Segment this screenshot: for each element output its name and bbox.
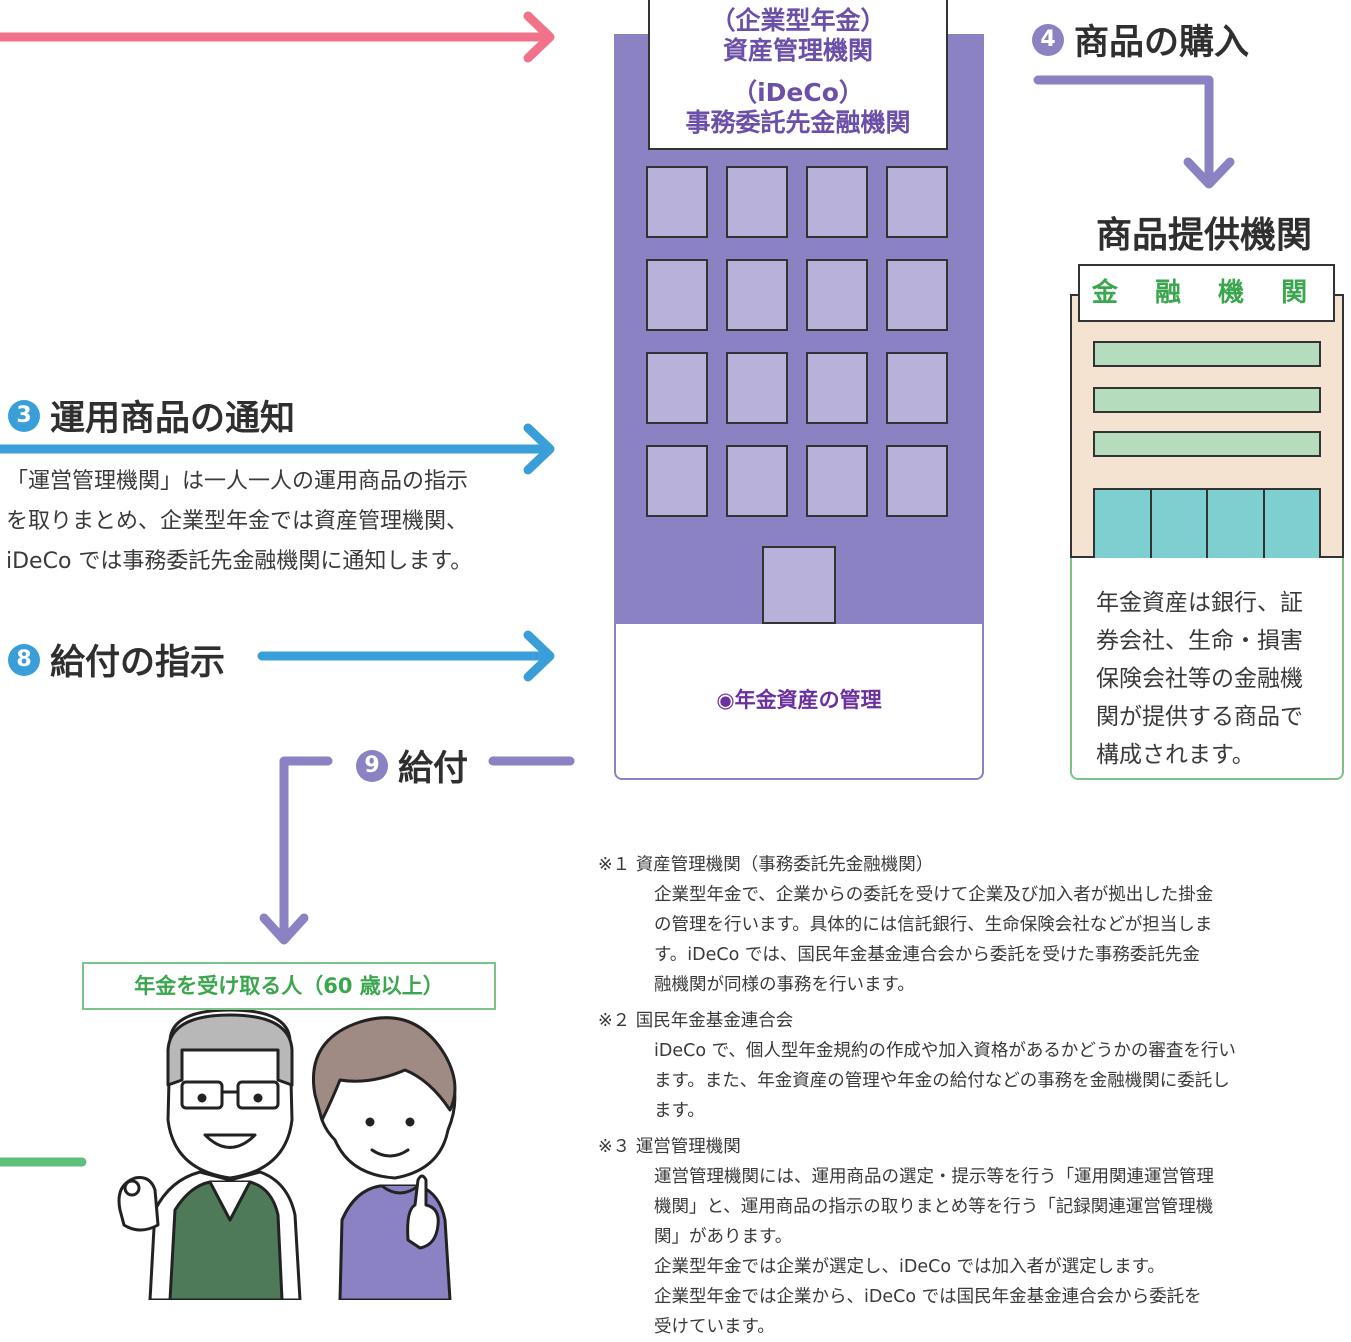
sign-line: 事務委託先金融機関 bbox=[685, 108, 911, 137]
asset-management-caption: ◉年金資産の管理 bbox=[716, 688, 882, 712]
building-window bbox=[726, 259, 788, 331]
bank-stripe bbox=[1093, 387, 1321, 413]
step4-title: 4 商品の購入 bbox=[1032, 14, 1249, 65]
pink-arrow bbox=[0, 11, 555, 63]
note-heading: ※３ 運営管理機関 bbox=[598, 1137, 741, 1157]
building-window bbox=[726, 352, 788, 424]
note-line: 関」があります。 bbox=[654, 1227, 793, 1247]
building-window bbox=[886, 166, 948, 238]
building-window bbox=[806, 259, 868, 331]
provider-desc-line: 年金資産は銀行、証 bbox=[1096, 590, 1303, 616]
note-1: ※１ 資産管理機関（事務委託先金融機関） 企業型年金で、企業からの委託を受けて企… bbox=[598, 850, 1328, 1000]
building-window bbox=[646, 259, 708, 331]
step9-arrow bbox=[259, 756, 575, 945]
building-window bbox=[646, 445, 708, 517]
provider-desc-line: 保険会社等の金融機 bbox=[1096, 666, 1303, 692]
bank-stripe bbox=[1093, 431, 1321, 457]
note-body: iDeCo で、個人型年金規約の作成や加入資格があるかどうかの審査を行い ます。… bbox=[598, 1036, 1328, 1126]
note-line: 企業型年金で、企業からの委託を受けて企業及び加入者が拠出した掛金 bbox=[654, 885, 1214, 905]
building-window bbox=[726, 445, 788, 517]
building-base: ◉年金資産の管理 bbox=[614, 624, 984, 780]
step4-label: 商品の購入 bbox=[1074, 23, 1250, 63]
footnotes: ※１ 資産管理機関（事務委託先金融機関） 企業型年金で、企業からの委託を受けて企… bbox=[598, 850, 1328, 1342]
provider-desc-line: 券会社、生命・損害 bbox=[1096, 628, 1303, 654]
building-window bbox=[646, 352, 708, 424]
step4-number: 4 bbox=[1032, 23, 1064, 56]
step3-description: 「運営管理機関」は一人一人の運用商品の指示 を取りまとめ、企業型年金では資産管理… bbox=[6, 462, 472, 582]
bank-door bbox=[1093, 488, 1321, 558]
note-heading: ※１ 資産管理機関（事務委託先金融機関） bbox=[598, 855, 934, 875]
note-line: 運営管理機関には、運用商品の選定・提示等を行う「運用関連運営管理 bbox=[654, 1167, 1214, 1187]
step8-title: 8 給付の指示 bbox=[8, 634, 225, 685]
step8-label: 給付の指示 bbox=[50, 643, 226, 683]
note-line: 企業型年金では企業から、iDeCo では国民年金基金連合会から委託を bbox=[654, 1287, 1202, 1307]
provider-desc-line: 構成されます。 bbox=[1096, 742, 1255, 768]
sign-line: （iDeCo） bbox=[732, 78, 864, 107]
step9-number: 9 bbox=[356, 749, 388, 782]
building-sign: （企業型年金） 資産管理機関 （iDeCo） 事務委託先金融機関 bbox=[648, 0, 948, 150]
step3-arrow bbox=[0, 423, 555, 475]
note-line: ます。 bbox=[654, 1101, 705, 1121]
step3-desc-line: 「運営管理機関」は一人一人の運用商品の指示 bbox=[6, 469, 469, 494]
step8-arrow bbox=[257, 630, 555, 682]
building-window bbox=[806, 445, 868, 517]
note-line: す。iDeCo では、国民年金基金連合会から委託を受けた事務委託先金 bbox=[654, 945, 1200, 965]
note-line: 企業型年金では企業が選定し、iDeCo では加入者が選定します。 bbox=[654, 1257, 1165, 1277]
building-door bbox=[762, 546, 836, 624]
building-window bbox=[886, 445, 948, 517]
provider-description: 年金資産は銀行、証 券会社、生命・損害 保険会社等の金融機 関が提供する商品で … bbox=[1070, 558, 1344, 780]
step3-number: 3 bbox=[8, 399, 40, 432]
building-window bbox=[806, 352, 868, 424]
step9-title: 9 給付 bbox=[356, 740, 468, 791]
note-line: 融機関が同様の事務を行います。 bbox=[654, 975, 915, 995]
note-body: 企業型年金で、企業からの委託を受けて企業及び加入者が拠出した掛金 の管理を行いま… bbox=[598, 880, 1328, 1000]
building-window bbox=[646, 166, 708, 238]
building-window bbox=[886, 259, 948, 331]
step4-arrow bbox=[1033, 75, 1235, 189]
connector-lines bbox=[0, 11, 1235, 1167]
note-line: 機関」と、運用商品の指示の取りまとめ等を行う「記録関連運営管理機 bbox=[654, 1197, 1214, 1217]
provider-title: 商品提供機関 bbox=[1096, 215, 1313, 256]
step8-number: 8 bbox=[8, 643, 40, 676]
sign-line: （企業型年金） bbox=[710, 6, 886, 35]
note-line: 受けています。 bbox=[654, 1317, 775, 1337]
note-line: iDeCo で、個人型年金規約の作成や加入資格があるかどうかの審査を行い bbox=[654, 1041, 1236, 1061]
step3-desc-line: iDeCo では事務委託先金融機関に通知します。 bbox=[6, 549, 473, 574]
building-window bbox=[726, 166, 788, 238]
note-3: ※３ 運営管理機関 運営管理機関には、運用商品の選定・提示等を行う「運用関連運営… bbox=[598, 1132, 1328, 1342]
note-heading: ※２ 国民年金基金連合会 bbox=[598, 1011, 794, 1031]
step3-title: 3 運用商品の通知 bbox=[8, 390, 295, 441]
building-window bbox=[806, 166, 868, 238]
note-line: ます。また、年金資産の管理や年金の給付などの事務を金融機関に委託し bbox=[654, 1071, 1230, 1091]
building-window bbox=[886, 352, 948, 424]
bank-sign: 金 融 機 関 bbox=[1078, 264, 1335, 322]
note-line: の管理を行います。具体的には信託銀行、生命保険会社などが担当しま bbox=[654, 915, 1213, 935]
note-2: ※２ 国民年金基金連合会 iDeCo で、個人型年金規約の作成や加入資格があるか… bbox=[598, 1006, 1328, 1126]
step9-label: 給付 bbox=[398, 749, 469, 789]
pension-receiver-label: 年金を受け取る人（60 歳以上） bbox=[82, 962, 496, 1010]
sign-line: 資産管理機関 bbox=[722, 36, 873, 65]
provider-desc-line: 関が提供する商品で bbox=[1096, 704, 1303, 730]
step3-label: 運用商品の通知 bbox=[50, 399, 296, 439]
bank-stripe bbox=[1093, 341, 1321, 367]
elderly-couple-illustration bbox=[117, 1010, 457, 1300]
step3-desc-line: を取りまとめ、企業型年金では資産管理機関、 bbox=[6, 509, 469, 534]
note-body: 運営管理機関には、運用商品の選定・提示等を行う「運用関連運営管理 機関」と、運用… bbox=[598, 1162, 1328, 1342]
